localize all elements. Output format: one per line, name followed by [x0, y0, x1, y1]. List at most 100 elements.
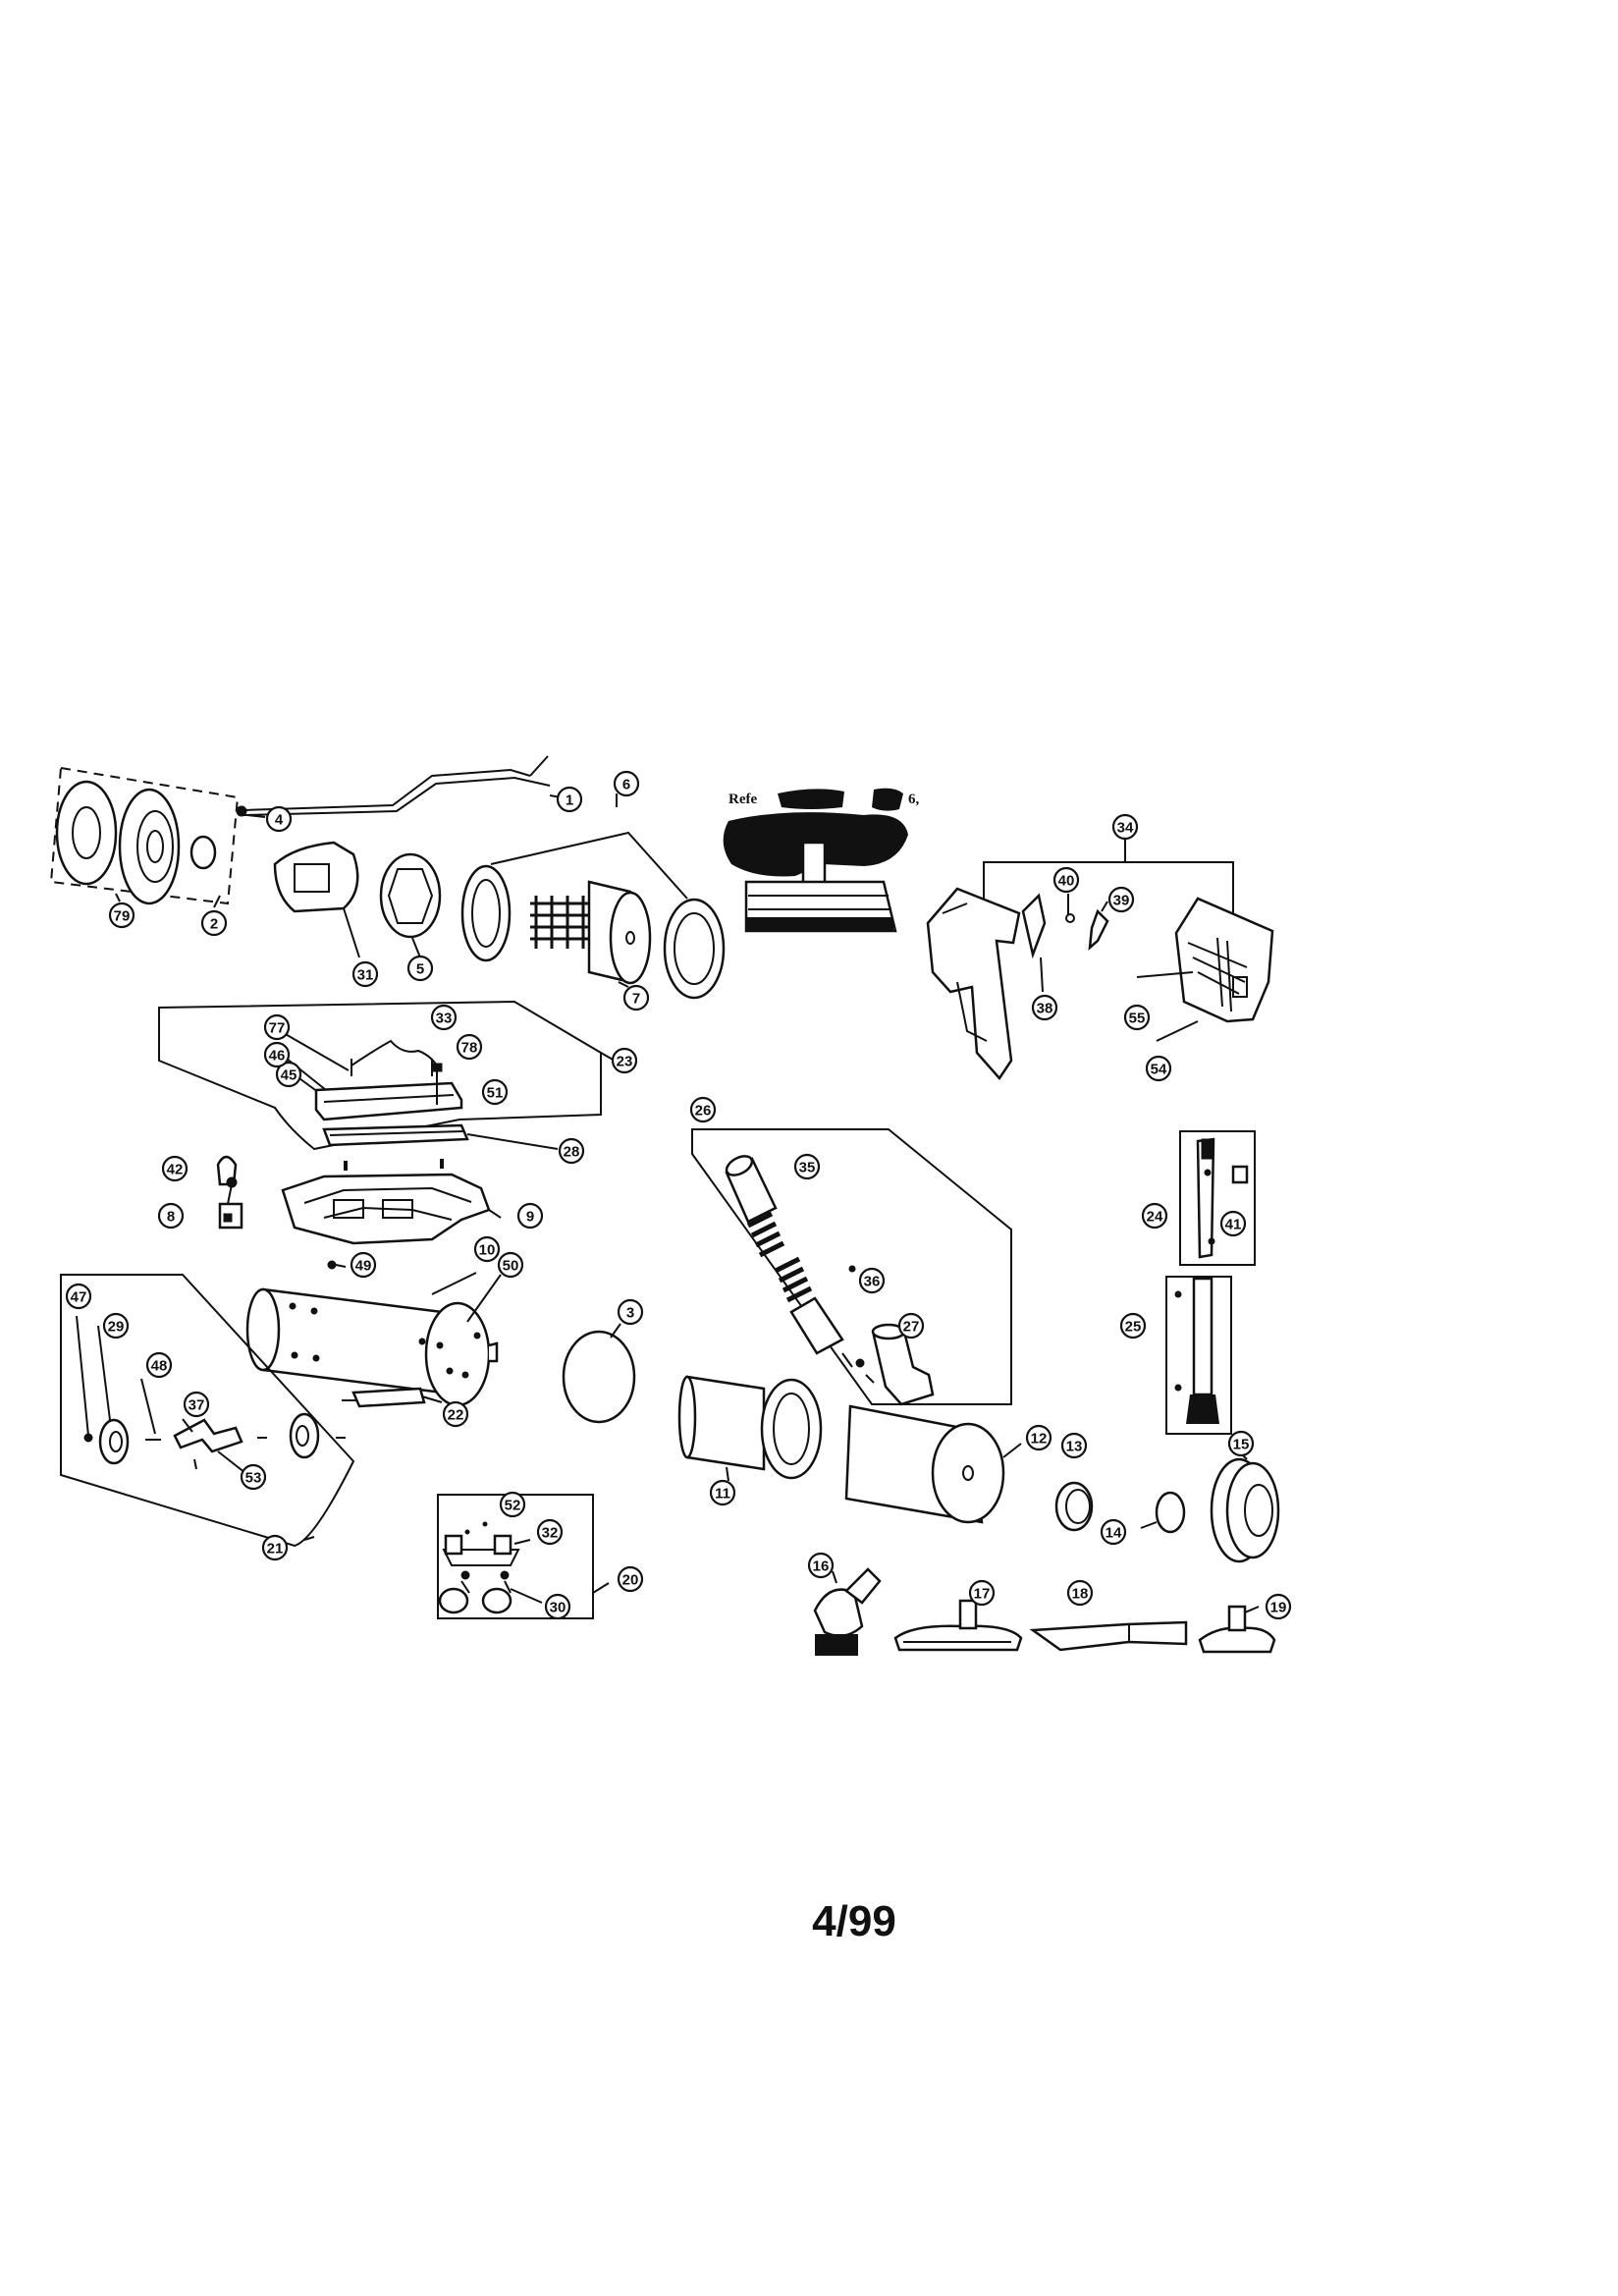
part-10-canister-body: [245, 1272, 502, 1407]
part-11-filter: [677, 1375, 823, 1482]
svg-text:23: 23: [617, 1054, 633, 1070]
svg-text:31: 31: [357, 967, 374, 984]
svg-text:49: 49: [355, 1258, 372, 1275]
svg-text:33: 33: [436, 1011, 453, 1027]
part-32-caster-mounts: [442, 1521, 531, 1566]
callout-40: 40: [1052, 866, 1080, 894]
svg-text:55: 55: [1129, 1011, 1146, 1027]
svg-text:78: 78: [461, 1040, 478, 1057]
svg-text:36: 36: [864, 1274, 881, 1290]
callout-18: 18: [1066, 1579, 1094, 1607]
part-5-gasket: [379, 852, 442, 958]
svg-text:29: 29: [108, 1319, 125, 1336]
part-29-wheel-left: [76, 1315, 130, 1465]
svg-text:7: 7: [632, 991, 640, 1008]
svg-text:2: 2: [210, 916, 218, 933]
callout-22: 22: [442, 1400, 469, 1428]
svg-text:37: 37: [189, 1397, 205, 1414]
callout-10: 10: [473, 1235, 501, 1263]
part-30-casters: [438, 1570, 543, 1614]
callout-19: 19: [1265, 1593, 1292, 1620]
callout-37: 37: [183, 1391, 210, 1418]
callout-30: 30: [544, 1593, 571, 1620]
svg-text:6: 6: [622, 777, 630, 793]
svg-text:21: 21: [267, 1541, 284, 1558]
svg-text:13: 13: [1066, 1439, 1083, 1455]
part-26-hose: [725, 1155, 778, 1224]
svg-text:39: 39: [1113, 893, 1130, 909]
svg-text:1: 1: [566, 793, 573, 809]
callout-36: 36: [858, 1267, 886, 1294]
part-48-axle: [140, 1378, 161, 1441]
part-37-bracket: [173, 1418, 246, 1474]
svg-text:27: 27: [903, 1319, 920, 1336]
part-38-handle-body: [926, 887, 1021, 1081]
part-1-wire-harness: [236, 755, 551, 817]
svg-text:9: 9: [526, 1209, 534, 1226]
svg-text:54: 54: [1151, 1062, 1167, 1078]
part-21-wheel-right: [257, 1412, 346, 1459]
part-7-motor: [530, 880, 652, 988]
callout-45: 45: [275, 1061, 302, 1088]
callout-14: 14: [1100, 1518, 1127, 1546]
callout-16: 16: [807, 1552, 835, 1579]
callout-24: 24: [1141, 1202, 1168, 1230]
svg-text:48: 48: [151, 1358, 168, 1375]
callout-79: 79: [108, 902, 135, 929]
part-13-adapter: [1054, 1481, 1094, 1532]
part-15-hub: [1210, 1450, 1280, 1563]
part-16-dusting-brush: [813, 1567, 882, 1656]
callout-51: 51: [481, 1078, 509, 1106]
svg-text:8: 8: [167, 1209, 175, 1226]
svg-text:15: 15: [1233, 1437, 1250, 1453]
svg-text:16: 16: [813, 1558, 830, 1575]
callout-54: 54: [1145, 1055, 1172, 1082]
svg-text:6,: 6,: [908, 792, 920, 807]
callout-2: 2: [200, 909, 228, 937]
callout-4: 4: [265, 805, 293, 833]
page-number: 4/99: [812, 1897, 896, 1945]
callout-78: 78: [456, 1033, 483, 1061]
part-19-upholstery-tool: [1198, 1605, 1276, 1654]
svg-text:50: 50: [503, 1258, 519, 1275]
callout-25: 25: [1119, 1312, 1147, 1339]
callout-23: 23: [611, 1047, 638, 1074]
callout-7: 7: [622, 984, 650, 1011]
callout-46: 46: [263, 1041, 291, 1068]
part-9-base-tray: [281, 1173, 502, 1245]
svg-text:4: 4: [275, 812, 284, 829]
part-14-ring: [1140, 1491, 1186, 1534]
svg-text:22: 22: [448, 1407, 464, 1424]
callout-29: 29: [102, 1312, 130, 1339]
svg-text:3: 3: [626, 1305, 634, 1322]
svg-text:12: 12: [1031, 1431, 1048, 1448]
callout-13: 13: [1060, 1432, 1088, 1459]
callout-50: 50: [497, 1251, 524, 1279]
callout-38: 38: [1031, 994, 1058, 1021]
power-nozzle: [744, 841, 897, 933]
svg-text:25: 25: [1125, 1319, 1142, 1336]
callout-8: 8: [157, 1202, 185, 1230]
callout-33: 33: [430, 1004, 458, 1031]
svg-text:17: 17: [974, 1586, 991, 1603]
svg-text:35: 35: [799, 1160, 816, 1176]
part-18-crevice-tool: [1029, 1620, 1188, 1652]
callout-53: 53: [240, 1463, 267, 1491]
callout-48: 48: [145, 1351, 173, 1379]
svg-text:41: 41: [1225, 1217, 1242, 1233]
callout-39: 39: [1107, 886, 1135, 913]
svg-text:47: 47: [71, 1289, 87, 1306]
svg-text:30: 30: [550, 1600, 566, 1616]
part-35-hose-coil: [746, 1211, 813, 1303]
svg-text:10: 10: [479, 1242, 496, 1259]
callout-49: 49: [350, 1251, 377, 1279]
part-34-handle-cover: [1136, 897, 1274, 1042]
svg-text:19: 19: [1270, 1600, 1287, 1616]
callout-12: 12: [1025, 1424, 1052, 1451]
callout-27: 27: [897, 1312, 925, 1339]
svg-text:24: 24: [1147, 1209, 1163, 1226]
svg-text:77: 77: [269, 1020, 286, 1037]
part-2-fan-assembly: [49, 766, 240, 905]
